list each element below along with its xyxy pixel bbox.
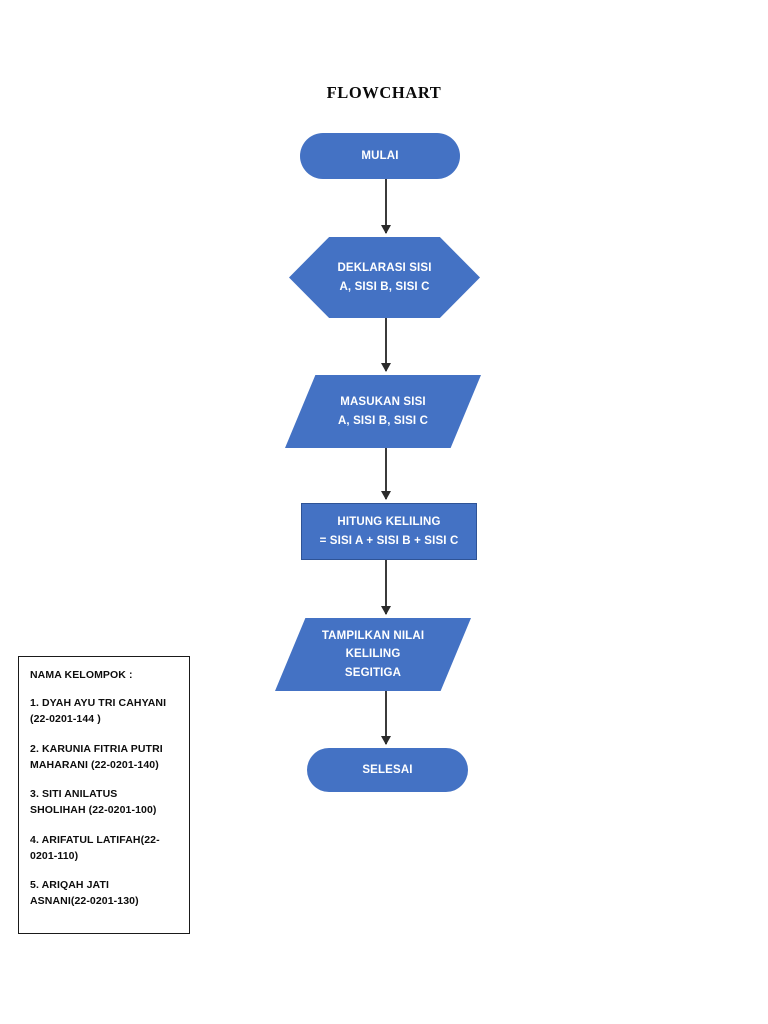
flow-node-end-label: SELESAI — [307, 748, 468, 792]
group-member-1: 1. DYAH AYU TRI CAHYANI (22-0201-144 ) — [30, 695, 179, 728]
group-member-2: 2. KARUNIA FITRIA PUTRI MAHARANI (22-020… — [30, 741, 179, 774]
connector-process-to-output — [385, 560, 387, 614]
connector-declare-to-input — [385, 318, 387, 371]
group-member-1-line-2: (22-0201-144 ) — [30, 713, 101, 726]
flow-node-start-line-1: MULAI — [361, 149, 399, 162]
group-member-3-line-2: SHOLIHAH (22-0201-100) — [30, 804, 157, 817]
group-member-4-line-1: 4. ARIFATUL LATIFAH(22- — [30, 833, 160, 846]
group-member-3: 3. SITI ANILATUS SHOLIHAH (22-0201-100) — [30, 786, 179, 819]
connector-output-to-end — [385, 691, 387, 744]
connector-input-to-process — [385, 448, 387, 499]
flow-node-process-line-1: HITUNG KELILING — [337, 515, 441, 528]
group-member-3-line-1: 3. SITI ANILATUS — [30, 788, 118, 801]
group-name-box-title: NAMA KELOMPOK : — [30, 669, 133, 681]
group-member-4-line-2: 0201-110) — [30, 849, 79, 862]
connector-start-to-declare — [385, 179, 387, 233]
flow-node-output[interactable]: TAMPILKAN NILAI KELILING SEGITIGA — [275, 618, 471, 691]
group-member-1-line-1: 1. DYAH AYU TRI CAHYANI — [30, 697, 167, 709]
group-member-2-line-1: 2. KARUNIA FITRIA PUTRI — [30, 742, 163, 755]
flow-node-start[interactable]: MULAI — [300, 133, 460, 179]
parallelogram-shape — [285, 375, 481, 448]
flow-node-declare[interactable]: DEKLARASI SISI A, SISI B, SISI C — [289, 237, 480, 318]
flow-node-process-label: HITUNG KELILING = SISI A + SISI B + SISI… — [302, 504, 476, 559]
group-member-5-line-1: 5. ARIQAH JATI — [30, 879, 109, 892]
group-member-4: 4. ARIFATUL LATIFAH(22- 0201-110) — [30, 832, 179, 865]
group-name-box: NAMA KELOMPOK : 1. DYAH AYU TRI CAHYANI … — [18, 656, 190, 934]
hexagon-shape — [289, 237, 480, 318]
flow-node-process[interactable]: HITUNG KELILING = SISI A + SISI B + SISI… — [301, 503, 477, 560]
flow-node-process-line-2: = SISI A + SISI B + SISI C — [319, 534, 459, 547]
parallelogram-shape — [275, 618, 471, 691]
group-member-2-line-2: MAHARANI (22-0201-140) — [30, 758, 159, 771]
page-title: FLOWCHART — [326, 83, 442, 102]
flow-node-input[interactable]: MASUKAN SISI A, SISI B, SISI C — [285, 375, 481, 448]
flow-node-start-label: MULAI — [300, 133, 460, 179]
flow-node-end[interactable]: SELESAI — [307, 748, 468, 792]
group-member-5: 5. ARIQAH JATI ASNANI(22-0201-130) — [30, 877, 179, 910]
group-member-5-line-2: ASNANI(22-0201-130) — [30, 895, 139, 908]
flow-node-end-line-1: SELESAI — [362, 763, 413, 776]
